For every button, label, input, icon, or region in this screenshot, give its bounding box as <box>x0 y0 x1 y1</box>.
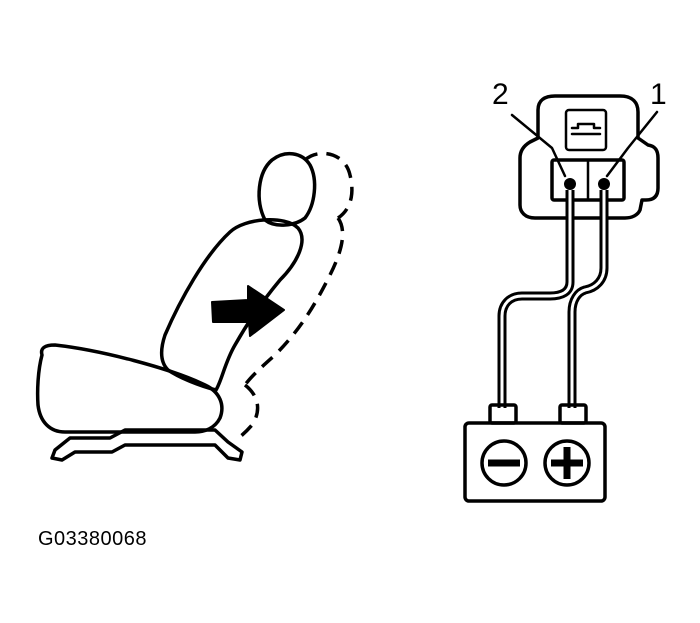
seatback-outline <box>159 217 304 392</box>
connector-latch-detail <box>570 122 602 136</box>
positive-lead-wire <box>567 190 609 408</box>
connector-terminal-2 <box>564 178 576 190</box>
terminal-1-leader-line <box>605 110 659 178</box>
power-seat-illustration <box>35 151 354 462</box>
battery-case <box>463 421 607 503</box>
connector-housing-outline <box>518 94 660 220</box>
plus-icon <box>543 439 591 487</box>
minus-icon <box>480 439 528 487</box>
seat-motor-connector: 2 1 <box>492 78 667 220</box>
terminal-2-label: 2 <box>492 78 509 111</box>
direction-arrow-icon <box>211 285 285 337</box>
connector-terminal-1 <box>598 178 610 190</box>
connector-latch <box>564 108 608 152</box>
seat-rail-outline <box>50 428 244 462</box>
battery <box>463 403 607 503</box>
seat-cushion-outline <box>35 343 224 434</box>
terminal-2-leader-line <box>510 113 567 178</box>
terminal-1-label: 1 <box>650 78 667 111</box>
headrest-outline <box>257 152 317 227</box>
test-leads <box>497 190 609 408</box>
positive-lead-core <box>570 190 606 408</box>
figure-code: G03380068 <box>38 528 148 550</box>
negative-lead-core <box>500 190 572 408</box>
seatback-moved-position-outline <box>234 151 354 442</box>
